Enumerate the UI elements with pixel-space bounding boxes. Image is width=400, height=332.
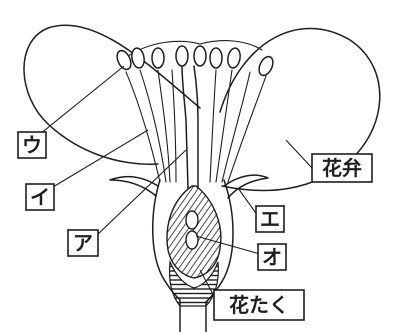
ovule-top (186, 211, 198, 229)
label-petal: 花弁 (312, 154, 372, 182)
svg-text:イ: イ (30, 185, 50, 209)
leader-i (48, 130, 148, 190)
ovule-bottom (186, 231, 198, 249)
leader-u (40, 66, 124, 134)
svg-text:オ: オ (262, 245, 282, 269)
sepal-right (224, 175, 268, 198)
sepal-left (110, 177, 158, 196)
svg-text:ウ: ウ (22, 133, 42, 157)
label-u: ウ (18, 132, 46, 158)
svg-text:花たく: 花たく (229, 293, 289, 317)
leader-e (238, 188, 258, 216)
svg-text:エ: エ (260, 207, 280, 231)
pistil-style-right (194, 66, 198, 188)
label-receptacle: 花たく (214, 290, 304, 320)
label-a: ア (68, 230, 98, 256)
label-e: エ (256, 206, 284, 232)
leader-petal (286, 140, 312, 168)
svg-text:花弁: 花弁 (322, 156, 362, 180)
label-o: オ (258, 244, 286, 270)
label-i: イ (26, 184, 54, 210)
pistil-style (182, 66, 188, 188)
svg-text:ア: ア (73, 231, 93, 255)
